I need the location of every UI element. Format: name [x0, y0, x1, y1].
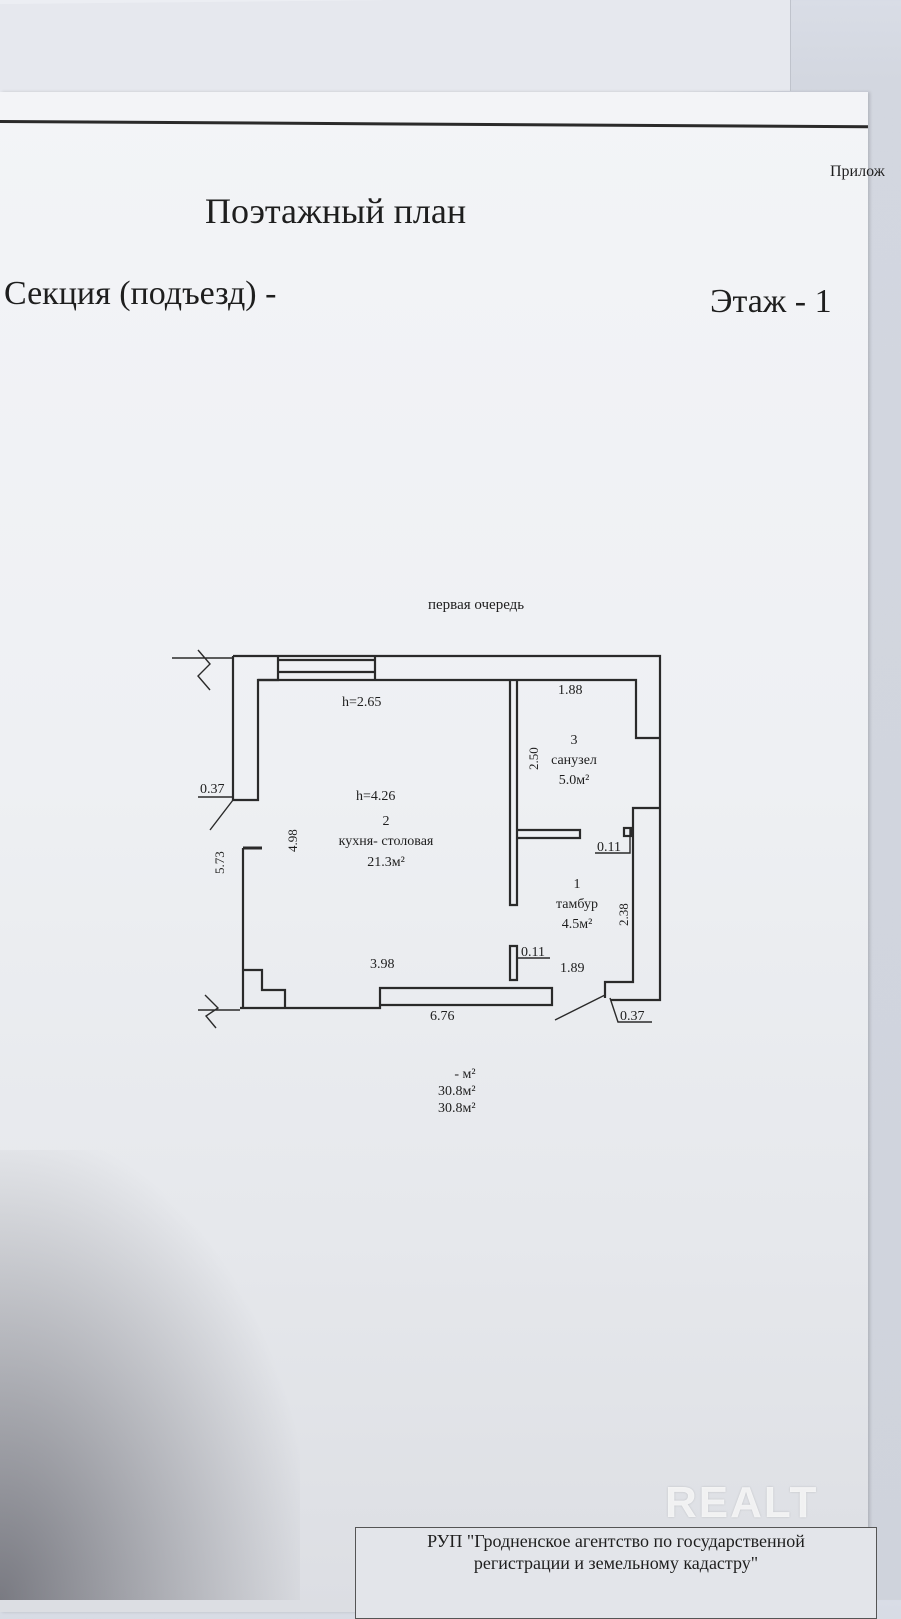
partition-horizontal — [517, 828, 582, 840]
total-line: 30.8м² — [438, 1084, 476, 1099]
room-area: 21.3м² — [367, 855, 405, 870]
break-mark-bottom — [198, 994, 240, 1029]
appendix-label: Прилож — [830, 163, 885, 180]
left-wall-lower — [241, 848, 287, 1008]
partition-stub — [508, 944, 519, 982]
room-area: 4.5м² — [562, 917, 593, 932]
dim-partition-left: 2.50 — [526, 747, 541, 770]
room-height: h=4.26 — [356, 789, 395, 804]
fixture-mark — [622, 826, 633, 838]
dim-partition-right: 0.11 — [597, 840, 621, 855]
agency-stamp-box: РУП "Гродненское агентство по государств… — [355, 1527, 877, 1619]
outer-wall — [233, 654, 662, 1002]
dim-bottom-inner: 3.98 — [370, 957, 395, 972]
dim-bottom-right: 1.89 — [560, 961, 585, 976]
dim-top-right: 1.88 — [558, 683, 583, 698]
leader-partition — [595, 828, 631, 854]
dim-bottom-partition: 0.11 — [521, 945, 545, 960]
room-name: кухня- столовая — [339, 834, 434, 849]
bottom-wall — [240, 986, 554, 1010]
queue-label: первая очередь — [428, 597, 525, 613]
left-wall-upper — [231, 656, 280, 802]
total-line: - м² — [454, 1067, 476, 1082]
room-number: 2 — [383, 814, 390, 829]
dim-inner-left: 4.98 — [285, 829, 300, 852]
leader-vestibule — [554, 994, 652, 1023]
dim-vestibule-height: 2.38 — [616, 903, 631, 926]
room-name: тамбур — [556, 897, 598, 912]
area-totals: - м² 30.8м² 30.8м² — [438, 1066, 476, 1117]
floor-label: Этаж - 1 — [710, 283, 832, 320]
stamp-line: регистрации и земельному кадастру" — [473, 1553, 759, 1573]
dim-top-height: h=2.65 — [342, 695, 381, 710]
room-number: 3 — [571, 733, 578, 748]
total-line: 30.8м² — [438, 1101, 476, 1116]
stamp-line: РУП "Гродненское агентство по государств… — [427, 1531, 805, 1551]
page-title: Поэтажный план — [205, 191, 467, 231]
room-name: санузел — [551, 753, 597, 768]
dim-outer-left: 5.73 — [212, 851, 227, 874]
section-label: Секция (подъезд) - — [4, 275, 277, 312]
room-area: 5.0м² — [559, 773, 590, 788]
right-wall-lower — [603, 806, 660, 998]
dim-wall-left: 0.37 — [200, 782, 225, 797]
leader-wall-left — [198, 796, 234, 831]
window — [278, 656, 377, 682]
partition-vertical — [508, 680, 519, 907]
room-number: 1 — [574, 877, 581, 892]
dim-wall-right: 0.37 — [620, 1009, 645, 1024]
break-mark-top — [172, 649, 233, 691]
dim-bottom-total: 6.76 — [430, 1009, 455, 1024]
top-wall-inner — [258, 678, 660, 740]
watermark-logo: REALT — [665, 1478, 819, 1527]
